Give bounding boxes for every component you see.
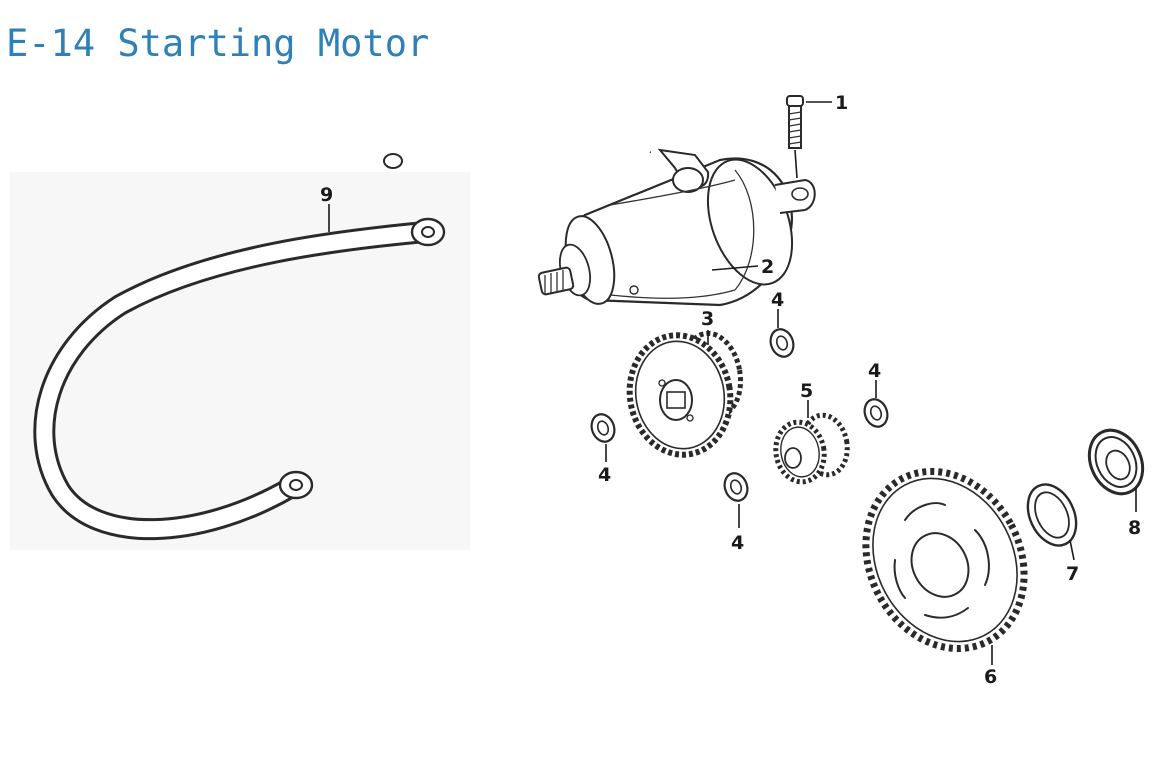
callout-4c: 4 [868, 360, 881, 382]
callout-8: 8 [1128, 517, 1141, 539]
callout-3: 3 [701, 308, 714, 330]
callout-9: 9 [320, 184, 333, 206]
leader-1-to-ear [794, 149, 798, 179]
part-4-washer-c[interactable] [861, 396, 891, 430]
callout-4a: 4 [771, 289, 784, 311]
part-4-washer-d[interactable] [721, 470, 751, 504]
part-4-washer-a[interactable] [767, 326, 797, 360]
leader-2 [711, 265, 759, 271]
motor-lead-wire [383, 115, 651, 169]
callout-7: 7 [1066, 563, 1079, 585]
page-title: E-14 Starting Motor [6, 22, 430, 65]
part-3-reduction-gear[interactable] [620, 327, 747, 463]
part-8-bearing[interactable] [1079, 422, 1152, 503]
part-2-starter-motor[interactable] [537, 148, 816, 309]
callout-2: 2 [761, 256, 774, 278]
callout-4d: 4 [731, 532, 744, 554]
callout-1: 1 [835, 92, 848, 114]
callout-5: 5 [800, 380, 813, 402]
part-5-idle-gear[interactable] [771, 412, 852, 486]
callout-6: 6 [984, 666, 997, 688]
part-4-washer-b[interactable] [588, 411, 618, 445]
part-9-cable[interactable] [33, 217, 446, 541]
callout-4b: 4 [598, 464, 611, 486]
leader-7 [1069, 539, 1075, 561]
part-7-washer[interactable] [1019, 477, 1086, 554]
part-6-driven-gear[interactable] [836, 444, 1055, 677]
part-1-bolt[interactable] [786, 95, 804, 149]
